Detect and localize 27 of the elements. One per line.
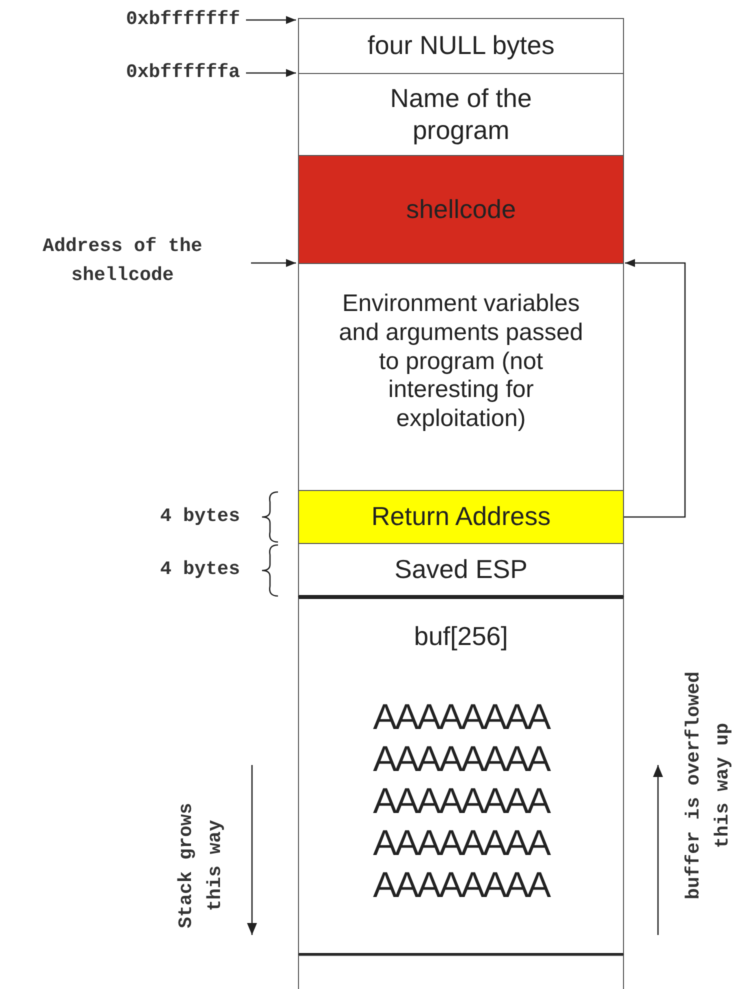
address-label: 0xbffffffa [40,58,240,86]
arrow [246,69,296,77]
memory-cell-label: shellcode [406,194,516,226]
address-label: 0xbfffffff [40,5,240,34]
memory-cell [298,955,624,989]
memory-cell [298,73,624,156]
memory-cell-label: Return Address [371,501,551,533]
memory-cell [298,263,624,491]
direction-note: buffer is overflowed this way up [682,670,734,902]
size-label: 4 bytes [159,504,240,529]
memory-cell [298,155,624,264]
memory-cell-label: Name of the program [389,83,533,146]
arrow [624,259,686,518]
size-label: 4 bytes [159,557,240,582]
memory-cell-label: Environment variables and arguments passed to program (not interesting for exploitation) [338,290,584,434]
direction-note: Stack grows this way [174,802,226,930]
memory-cell [298,596,624,956]
filler-text: AAAAAAAA AAAAAAAA AAAAAAAA AAAAAAAA AAAAAAAA [372,696,550,906]
memory-cell [298,490,624,544]
memory-cell [298,543,624,598]
address-label: Address of the shellcode [0,232,245,289]
memory-cell [298,18,624,74]
memory-cell-label: buf[256] [414,621,508,652]
memory-cell-label: Saved ESP [394,554,528,586]
arrow [251,259,296,267]
memory-cell-label: four NULL bytes [368,30,554,62]
arrow [246,16,296,24]
